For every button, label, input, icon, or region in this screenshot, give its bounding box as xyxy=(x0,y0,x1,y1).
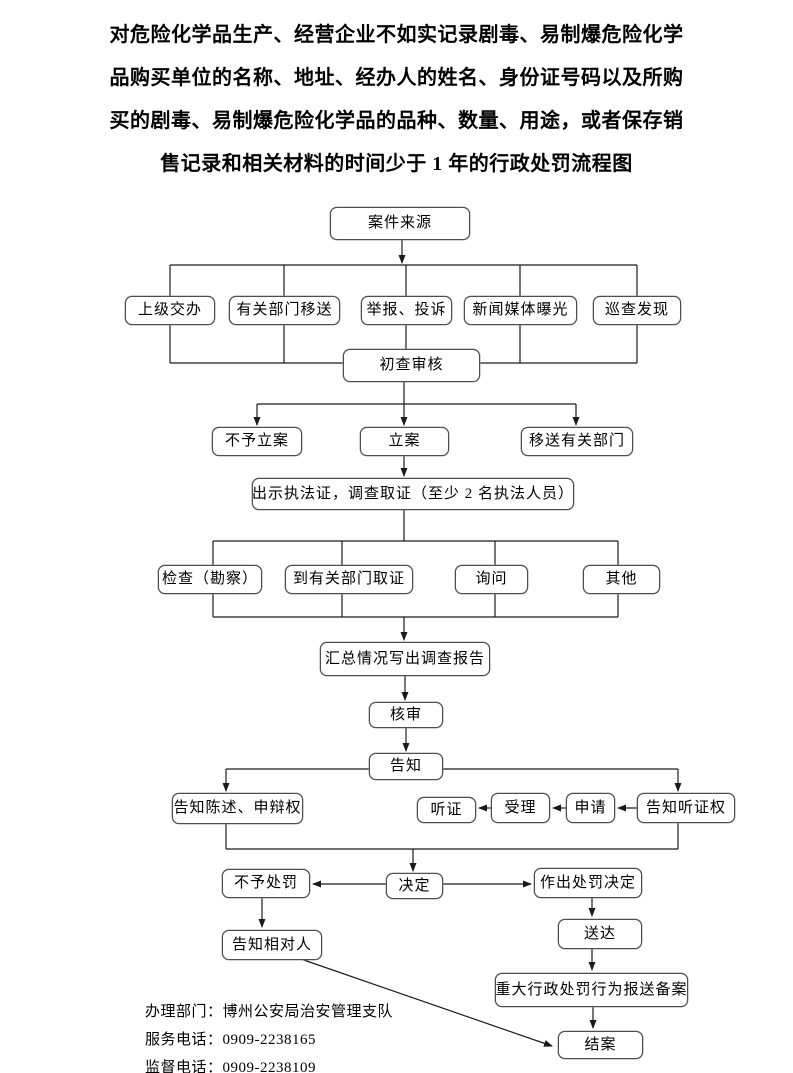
node-decision: 决定 xyxy=(386,873,443,899)
title-line-4: 售记录和相关材料的时间少于 1 年的行政处罚流程图 xyxy=(160,153,633,175)
node-no-filing: 不予立案 xyxy=(212,427,302,456)
node-notify-statement-defense-right: 告知陈述、申辩权 xyxy=(172,793,303,824)
node-transfer-to-department: 移送有关部门 xyxy=(521,427,633,456)
node-filing: 立案 xyxy=(360,427,449,456)
node-punishment-decision: 作出处罚决定 xyxy=(534,868,642,898)
node-media-exposure: 新闻媒体曝光 xyxy=(464,296,577,325)
node-superior-assignment: 上级交办 xyxy=(125,296,215,325)
title-line-3: 买的剧毒、易制爆危险化学品的品种、数量、用途，或者保存销 xyxy=(109,110,684,132)
node-show-credentials-investigate: 出示执法证，调查取证（至少 2 名执法人员） xyxy=(252,478,574,510)
node-evidence-from-departments: 到有关部门取证 xyxy=(285,565,413,594)
title-line-1: 对危险化学品生产、经营企业不如实记录剧毒、易制爆危险化学 xyxy=(109,24,684,46)
node-notify-party: 告知相对人 xyxy=(222,930,322,960)
node-major-punishment-filing: 重大行政处罚行为报送备案 xyxy=(495,973,688,1007)
contact-info: 办理部门：博州公安局治安管理支队 服务电话：0909-2238165 监督电话：… xyxy=(145,998,393,1073)
node-case-source: 案件来源 xyxy=(330,207,470,240)
supervision-phone: 监督电话：0909-2238109 xyxy=(145,1060,316,1073)
node-inspection: 检查（勘察） xyxy=(158,565,262,594)
node-patrol-discovery: 巡查发现 xyxy=(593,296,681,325)
node-verification: 核审 xyxy=(369,702,443,728)
node-notification: 告知 xyxy=(369,753,443,780)
node-apply: 申请 xyxy=(566,793,615,823)
node-accept: 受理 xyxy=(491,793,550,823)
node-initial-review: 初查审核 xyxy=(343,349,480,382)
handling-department: 办理部门：博州公安局治安管理支队 xyxy=(145,1004,394,1020)
service-phone: 服务电话：0909-2238165 xyxy=(145,1032,316,1048)
node-no-punishment: 不予处罚 xyxy=(222,869,310,898)
node-department-transfer: 有关部门移送 xyxy=(229,296,340,325)
node-delivery: 送达 xyxy=(558,919,642,949)
node-hearing: 听证 xyxy=(417,797,476,823)
page-title: 对危险化学品生产、经营企业不如实记录剧毒、易制爆危险化学 品购买单位的名称、地址… xyxy=(0,14,793,186)
title-line-2: 品购买单位的名称、地址、经办人的姓名、身份证号码以及所购 xyxy=(109,67,684,89)
node-case-closed: 结案 xyxy=(558,1031,643,1059)
node-summary-report: 汇总情况写出调查报告 xyxy=(320,642,490,676)
node-report-complaint: 举报、投诉 xyxy=(361,296,452,325)
node-notify-hearing-right: 告知听证权 xyxy=(637,793,735,823)
node-inquiry: 询问 xyxy=(455,565,528,594)
node-other: 其他 xyxy=(583,565,660,594)
